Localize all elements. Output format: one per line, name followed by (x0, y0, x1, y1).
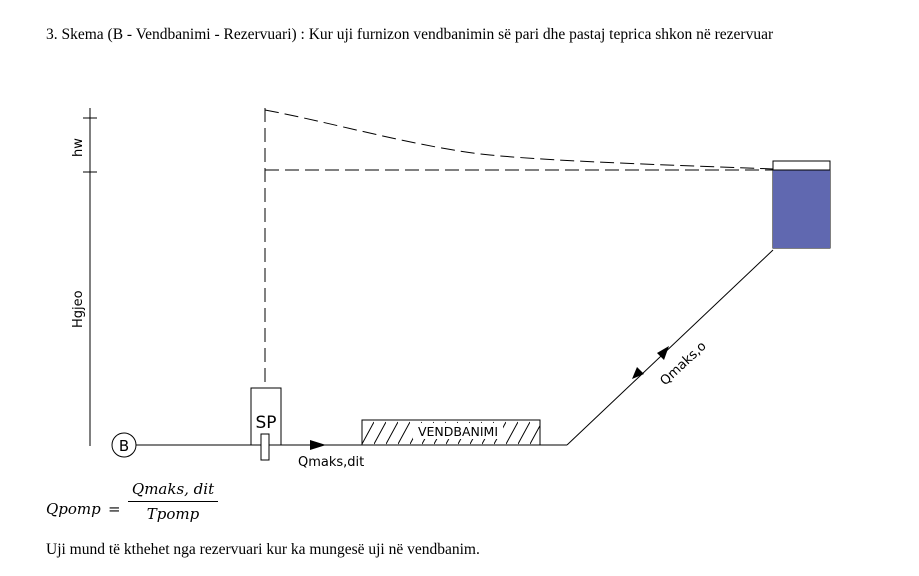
reservoir-water (773, 170, 830, 248)
formula-fraction-bar (128, 501, 218, 502)
pump-symbol (260, 433, 270, 461)
hgjeo-label: Hgjeo (71, 290, 86, 328)
reservoir-flow-arrow-down-icon (632, 367, 644, 379)
flow-reservoir-label: Qmaks,o (657, 339, 709, 389)
settlement-label: VENDBANIMI (418, 424, 498, 439)
flow-daily-label: Qmaks,dit (298, 455, 364, 470)
pipeline-to-reservoir (566, 249, 774, 446)
settlement-label-bg (413, 423, 503, 439)
formula-numerator: Qmaks, dit (131, 480, 215, 498)
footer-note: Uji mund të kthehet nga rezervuari kur k… (46, 541, 480, 558)
pump-station-label: SP (255, 413, 276, 433)
formula-fraction: Qmaks, dit Tpomp (128, 480, 218, 523)
hw-label: hw (71, 138, 86, 157)
hydraulic-grade-line-dashed (264, 109, 774, 170)
reservoir-flow-arrow-up-icon (657, 346, 669, 360)
section-heading: 3. Skema (B - Vendbanimi - Rezervuari) :… (46, 26, 774, 43)
source-b-circle (111, 432, 137, 458)
formula-denominator: Tpomp (146, 505, 200, 523)
formula-equals: = (108, 500, 121, 518)
flow-arrow-icon (310, 440, 326, 450)
source-b-label: B (119, 437, 129, 455)
formula-lhs: Qpomp (46, 500, 101, 518)
